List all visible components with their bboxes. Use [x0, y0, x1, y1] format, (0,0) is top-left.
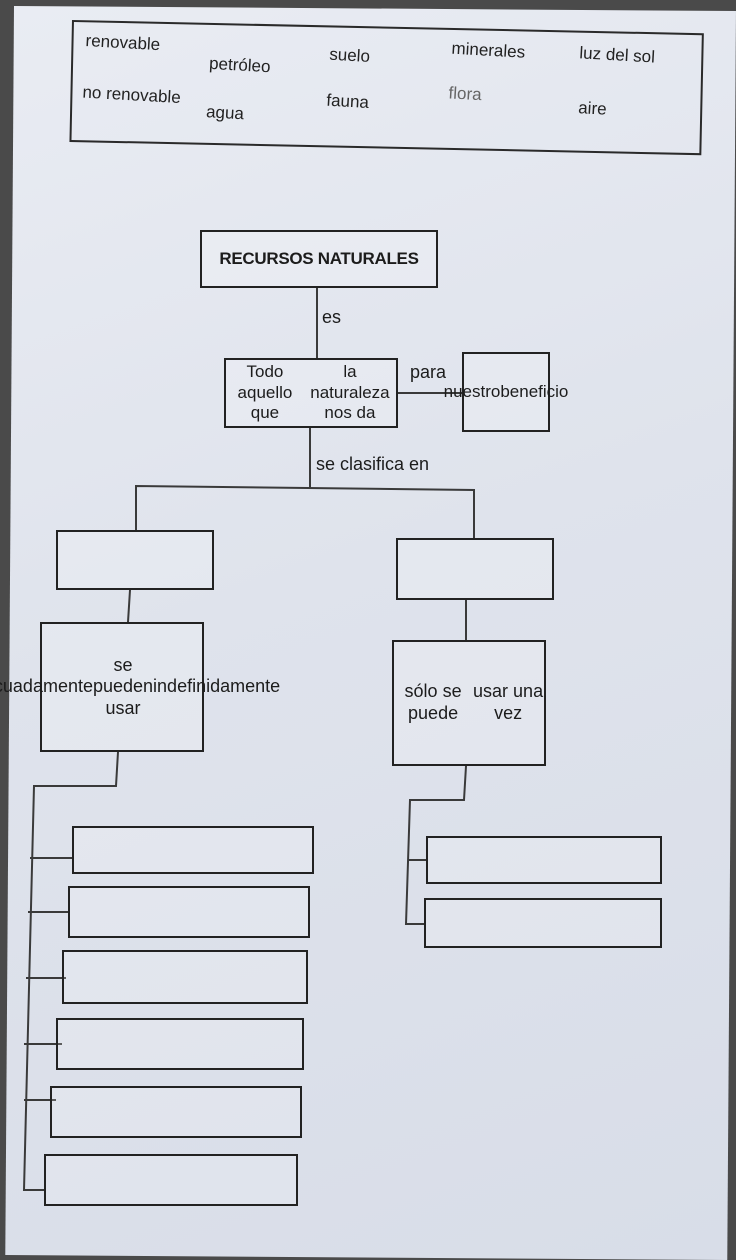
link-es-label: es: [322, 307, 342, 327]
definition-line-2: la naturaleza nos da: [310, 362, 390, 423]
left-category-blank[interactable]: [56, 530, 214, 590]
right-category-blank[interactable]: [396, 538, 554, 600]
left-desc-line-3: indefinidamente: [153, 676, 281, 697]
right-desc-line-1: sólo se puede: [404, 681, 462, 723]
definition-line-1: Todo aquello que: [237, 362, 293, 423]
left-answer-blank-6[interactable]: [44, 1154, 298, 1206]
definition-box: Todo aquello que la naturaleza nos da: [224, 358, 398, 428]
right-answer-blank-1[interactable]: [426, 836, 662, 884]
left-answer-blank-4[interactable]: [56, 1018, 304, 1070]
left-answer-blank-5[interactable]: [50, 1086, 302, 1138]
left-answer-blank-3[interactable]: [62, 950, 308, 1004]
right-desc-line-2: usar una vez: [473, 681, 544, 723]
left-answer-blank-1[interactable]: [72, 826, 314, 874]
right-answer-blank-2[interactable]: [424, 898, 662, 948]
benefit-box: nuestro beneficio: [444, 352, 568, 432]
left-description-box: adecuadamente se pueden usar indefinidam…: [0, 622, 280, 752]
root-concept-box: RECURSOS NATURALES: [200, 230, 438, 288]
left-desc-line-1: adecuadamente: [0, 676, 93, 697]
right-description-box: sólo se puede usar una vez: [392, 640, 546, 766]
left-answer-blank-2[interactable]: [68, 886, 310, 938]
left-desc-line-2: se pueden usar: [92, 654, 154, 718]
benefit-line-2: beneficio: [500, 381, 569, 401]
link-para-label: para: [410, 362, 447, 382]
link-clasifica-label: se clasifica en: [316, 454, 430, 474]
benefit-line-1: nuestro: [443, 381, 501, 401]
